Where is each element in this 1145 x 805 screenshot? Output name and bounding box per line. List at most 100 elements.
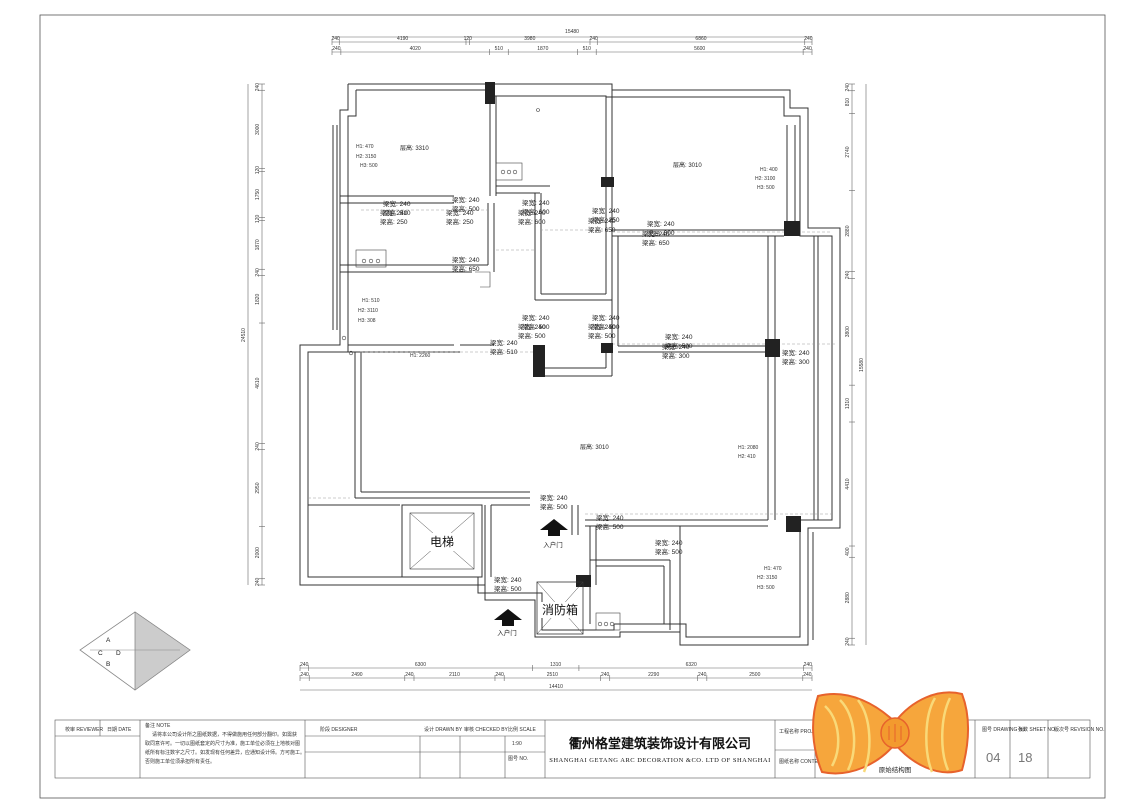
- room-annotations: 层高: 3310 H1: 470 H2: 3150 H3: 500 层高: 30…: [356, 144, 782, 591]
- fire-box: 消防箱: [536, 581, 584, 635]
- drawing-no-field: 图号 DRAWING No.: [982, 727, 1027, 733]
- dimension-value: 2880: [845, 592, 851, 603]
- beam-annotation: 梁高: 500: [540, 502, 568, 511]
- compass-letter: A: [106, 637, 111, 644]
- room-height: H2: 3150: [757, 575, 778, 581]
- fire-box-label: 消防箱: [542, 602, 578, 617]
- beam-annotation: 梁宽: 240: [522, 198, 550, 207]
- dimension-value: 120: [464, 36, 473, 42]
- beam-annotation: 梁高: 500: [655, 547, 683, 556]
- entrance-secondary: 入户门: [494, 609, 522, 637]
- notes-title: 备注 NOTE: [145, 722, 171, 729]
- beam-annotation: 梁宽: 240: [655, 538, 683, 547]
- room-height: H2: 410: [738, 454, 756, 460]
- sheet-border: [39, 14, 1106, 799]
- room-height: H1: 510: [362, 298, 380, 304]
- beam-annotation: 梁宽: 240: [588, 322, 616, 331]
- beam-annotation: 梁高: 600: [518, 217, 546, 226]
- dimension-value: 14410: [549, 684, 563, 690]
- sheet-number: 04: [986, 750, 1000, 765]
- room-height: H1: 2260: [410, 353, 431, 359]
- beam-annotation: 梁宽: 240: [380, 208, 408, 217]
- beam-annotation: 梁高: 300: [662, 351, 690, 360]
- revision-field: 版次号 REVISION NO.: [1054, 726, 1105, 733]
- compass-letter: B: [106, 661, 110, 668]
- beam-annotation: 梁宽: 240: [782, 348, 810, 357]
- dimension-value: 4020: [410, 46, 421, 52]
- note-line: 取同意许可。一切以图纸套定的尺寸为准，施工单位必须在上地核对图: [145, 740, 300, 747]
- dimension-value: 240: [331, 36, 340, 42]
- dimension-value: 2950: [255, 482, 261, 493]
- beam-annotation: 梁高: 510: [383, 208, 411, 217]
- entrance-arrow-icon: [494, 609, 522, 626]
- beam-annotation: 梁宽: 240: [490, 338, 518, 347]
- beam-annotation: 梁宽: 240: [494, 575, 522, 584]
- beam-annotation: 梁宽: 240: [518, 322, 546, 331]
- room-height: H1: 2080: [738, 445, 759, 451]
- beam-annotation: 梁高: 500: [588, 331, 616, 340]
- sink-fixtures: [341, 108, 621, 631]
- entrance-label: 入户门: [497, 628, 517, 637]
- company-name-en: SHANGHAI GETANG ARC DECORATION &CO. LTD …: [549, 757, 771, 764]
- beam-annotation: 梁高: 500: [522, 322, 550, 331]
- dimension-value: 400: [845, 547, 851, 556]
- entrance-arrow-icon: [540, 519, 568, 536]
- dimension-value: 2740: [845, 146, 851, 157]
- dimension-value: 510: [583, 46, 592, 52]
- beam-annotation: 梁高: 500: [592, 322, 620, 331]
- elevator-label: 电梯: [430, 535, 454, 549]
- dimension-value: 1870: [255, 239, 261, 250]
- beam-annotation: 梁宽: 240: [588, 216, 616, 225]
- beam-annotation: 梁宽: 240: [452, 255, 480, 264]
- room-height: H3: 500: [757, 585, 775, 591]
- bow-tie-sticker: [812, 691, 970, 775]
- note-line: 否则施工单位须承担所有责任。: [145, 758, 215, 765]
- dimension-value: 240: [300, 672, 309, 678]
- scale-field: 比例 SCALE: [508, 726, 536, 733]
- dimension-value: 240: [255, 268, 261, 277]
- room-height: H1: 470: [356, 144, 374, 150]
- checked-by-field: 审核 CHECKED BY: [464, 726, 509, 733]
- total-sheets: 18: [1018, 750, 1032, 765]
- beam-annotation: 梁高: 650: [642, 238, 670, 247]
- beam-annotation: 梁高: 500: [494, 584, 522, 593]
- ceiling-height: 层高: 3010: [580, 443, 609, 451]
- beam-annotation: 梁高: 250: [592, 215, 620, 224]
- beam-annotation: 梁宽: 240: [596, 513, 624, 522]
- room-height: H2: 3100: [755, 176, 776, 182]
- dimension-value: 240: [804, 662, 813, 668]
- dimension-value: 240: [803, 46, 812, 52]
- note-line: 纸所有标注数字之尺寸。如发现有任何差异，应通知设计师。方可施工。: [145, 749, 305, 756]
- dimension-value: 4610: [255, 377, 261, 388]
- dimension-value: 240: [255, 442, 261, 451]
- dimension-value: 240: [405, 672, 414, 678]
- room-height: H1: 400: [760, 167, 778, 173]
- scale-value: 1:90: [512, 741, 522, 747]
- dimension-value: 3980: [524, 36, 535, 42]
- beam-annotation: 梁宽: 240: [446, 208, 474, 217]
- beam-annotation: 梁宽: 240: [383, 199, 411, 208]
- walls: [299, 83, 841, 646]
- dimension-value: 2510: [547, 672, 558, 678]
- dimension-value: 240: [332, 46, 341, 52]
- entrance-label: 入户门: [543, 540, 563, 549]
- beam-annotation: 梁高: 650: [452, 264, 480, 273]
- beam-annotation: 梁高: 300: [647, 228, 675, 237]
- dimension-value: 240: [255, 577, 261, 586]
- dimension-value: 240: [589, 36, 598, 42]
- dimension-value: 2500: [749, 672, 760, 678]
- compass-letter: D: [116, 650, 121, 657]
- dimension-value: 120: [255, 215, 261, 224]
- beam-annotation: 梁高: 250: [380, 217, 408, 226]
- dimension-value: 5600: [694, 46, 705, 52]
- room-height: H3: 500: [360, 163, 378, 169]
- dimension-value: 24510: [241, 328, 247, 342]
- number-field: 图号 NO.: [508, 756, 528, 762]
- beam-annotation: 梁高: 510: [490, 347, 518, 356]
- dimension-value: 3800: [845, 326, 851, 337]
- beam-annotation: 梁高: 500: [452, 204, 480, 213]
- dimension-value: 6300: [415, 662, 426, 668]
- date-field: 日期 DATE: [107, 727, 132, 733]
